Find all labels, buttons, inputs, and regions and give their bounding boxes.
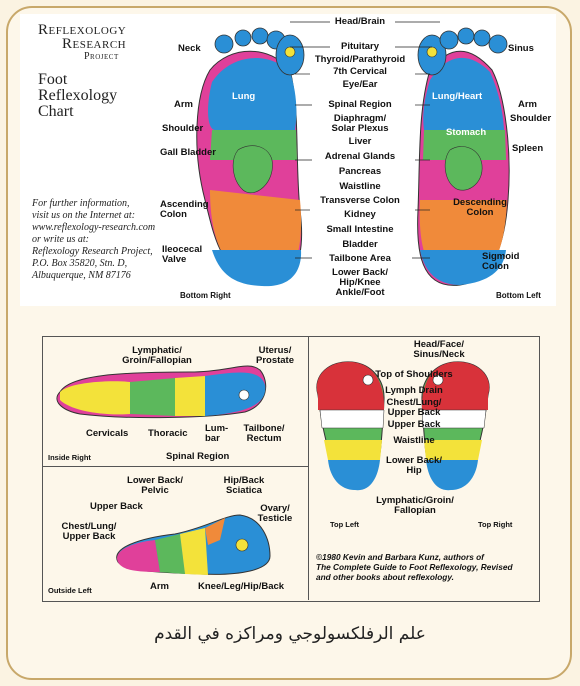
label-cervicals: Cervicals (86, 429, 128, 439)
label-lower-back-pelvic: Lower Back/ Pelvic (120, 476, 190, 496)
label-arm-right: Arm (518, 100, 537, 110)
label-adrenal: Adrenal Glands (305, 152, 415, 162)
label-gall-bladder: Gall Bladder (160, 148, 216, 158)
label-outside-left: Outside Left (48, 586, 92, 596)
label-top-left: Top Left (330, 520, 359, 530)
label-ileocecal-valve: Ileocecal Valve (162, 245, 202, 265)
label-transverse-colon: Transverse Colon (300, 196, 420, 206)
label-diaphragm: Diaphragm/ Solar Plexus (305, 114, 415, 134)
label-shoulder-left: Shoulder (162, 124, 203, 134)
label-thoracic: Thoracic (148, 429, 188, 439)
label-lower-back: Lower Back/ Hip/Knee Ankle/Foot (310, 268, 410, 298)
label-arm-left: Arm (174, 100, 193, 110)
bottom-left-foot (418, 28, 510, 285)
label-head-face: Head/Face/ Sinus/Neck (394, 340, 484, 360)
label-7th-cervical: 7th Cervical (310, 67, 410, 77)
label-waistline: Waistline (315, 182, 405, 192)
label-small-intestine: Small Intestine (305, 225, 415, 235)
label-eye-ear: Eye/Ear (315, 80, 405, 90)
footer-bottom-left: Bottom Left (496, 291, 541, 301)
label-pancreas: Pancreas (315, 167, 405, 177)
label-ovary-testicle: Ovary/ Testicle (250, 504, 300, 524)
label-hip-back-sciatica: Hip/Back Sciatica (214, 476, 274, 496)
label-lymphatic-inside: Lymphatic/ Groin/Fallopian (112, 346, 202, 366)
label-tailbone-area: Tailbone Area (305, 254, 415, 264)
label-descending-colon: Descending Colon (440, 198, 520, 218)
divider-horizontal (42, 466, 308, 467)
label-lower-back-hip: Lower Back/ Hip (374, 456, 454, 476)
label-waistline-top: Waistline (374, 436, 454, 446)
label-stomach: Stomach (446, 128, 486, 138)
label-kidney: Kidney (315, 210, 405, 220)
label-sinus: Sinus (508, 44, 534, 54)
label-head-brain: Head/Brain (320, 17, 400, 27)
footer-bottom-right: Bottom Right (180, 291, 231, 301)
credit-text: ©1980 Kevin and Barbara Kunz, authors of… (316, 552, 513, 582)
arabic-caption: علم الرفلكسولوجي ومراكزه في القدم (0, 624, 580, 644)
label-top-shoulders: Top of Shoulders (364, 370, 464, 380)
label-lymphatic-top: Lymphatic/Groin/ Fallopian (360, 496, 470, 516)
label-thyroid: Thyroid/Parathyroid (300, 55, 420, 65)
label-upper-back: Upper Back (90, 502, 143, 512)
label-top-right: Top Right (478, 520, 512, 530)
label-chest-lung-top: Chest/Lung/ Upper Back (364, 398, 464, 418)
label-spinal-region: Spinal Region (310, 100, 410, 110)
label-knee-leg: Knee/Leg/Hip/Back (198, 582, 284, 592)
label-neck: Neck (178, 44, 201, 54)
label-spleen: Spleen (512, 144, 543, 154)
label-shoulder-right: Shoulder (510, 114, 551, 124)
label-chest-lung-outside: Chest/Lung/ Upper Back (56, 522, 122, 542)
label-upper-back-top: Upper Back (374, 420, 454, 430)
label-lumbar: Lum- bar (205, 424, 228, 444)
label-lymph-drain: Lymph Drain (374, 386, 454, 396)
label-sigmoid-colon: Sigmoid Colon (482, 252, 519, 272)
divider-vertical (308, 336, 309, 600)
label-bladder: Bladder (315, 240, 405, 250)
label-ascending-colon: Ascending Colon (160, 200, 209, 220)
label-uterus-prostate: Uterus/ Prostate (250, 346, 300, 366)
label-arm-outside: Arm (150, 582, 169, 592)
label-liver: Liver (320, 137, 400, 147)
label-lung-heart: Lung/Heart (432, 92, 482, 102)
label-pituitary: Pituitary (315, 42, 405, 52)
label-spinal-region-bottom: Spinal Region (166, 452, 229, 462)
label-tailbone-rectum: Tailbone/ Rectum (234, 424, 294, 444)
label-lung: Lung (232, 92, 255, 102)
label-inside-right: Inside Right (48, 453, 91, 463)
